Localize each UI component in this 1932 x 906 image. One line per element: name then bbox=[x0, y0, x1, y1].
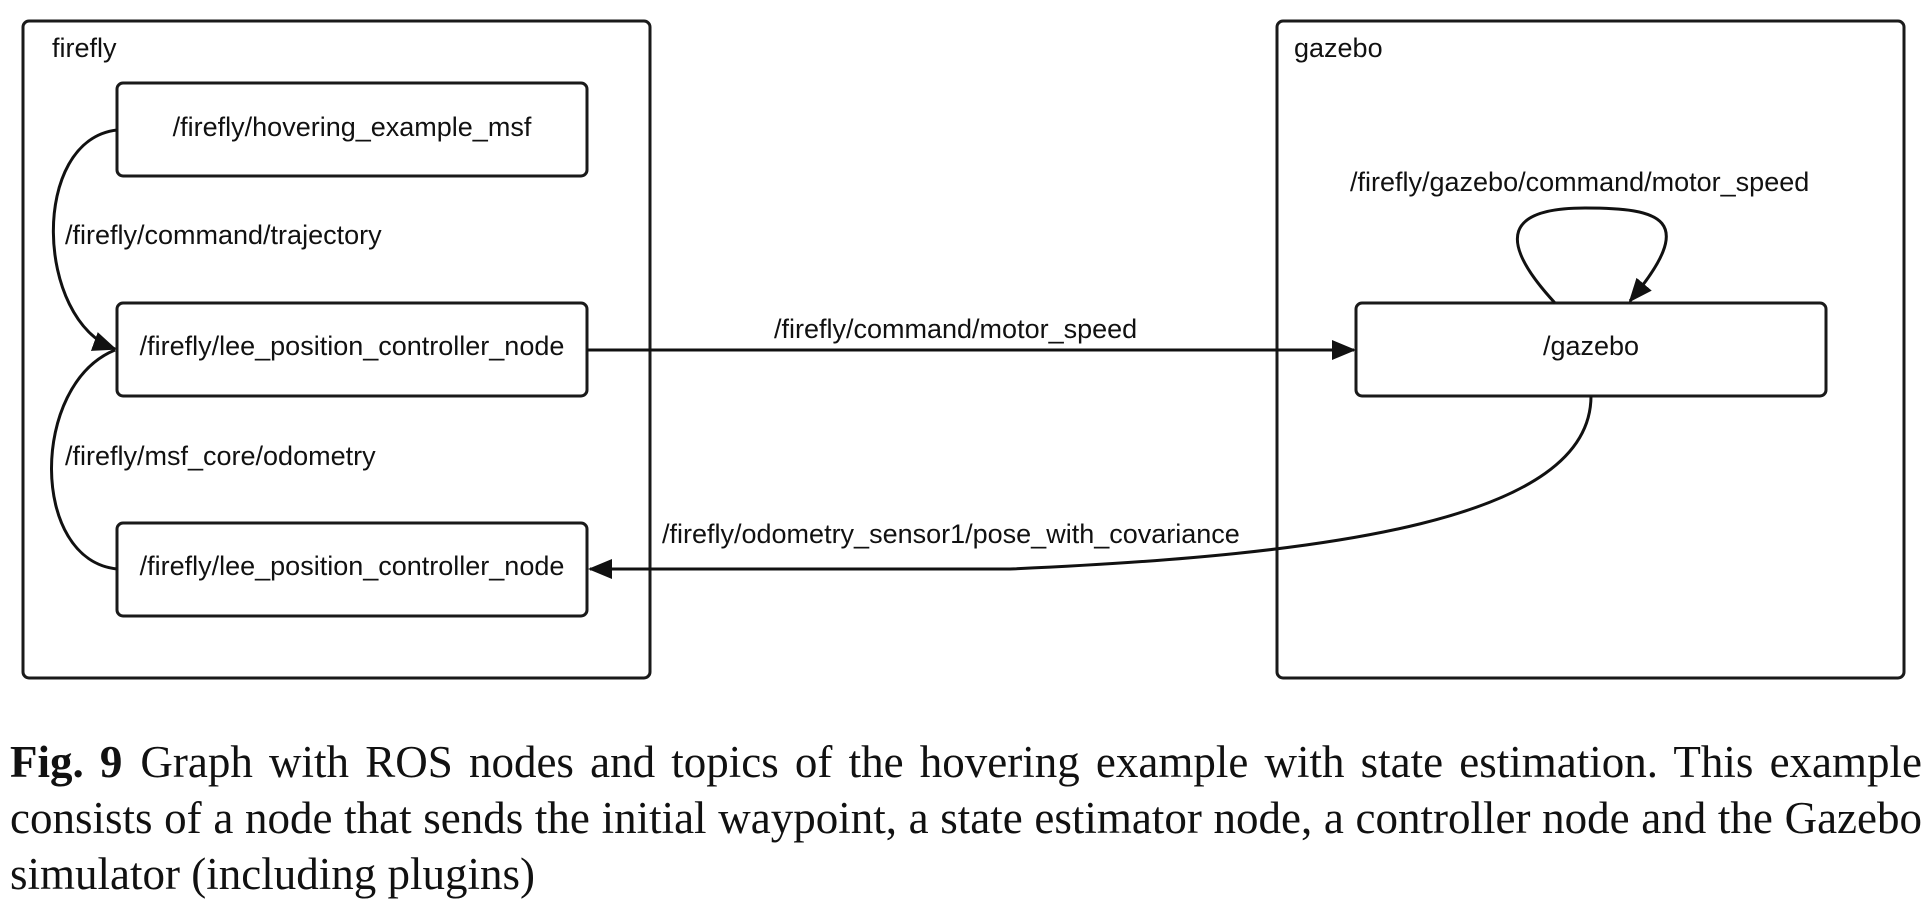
node-controller-top-label: /firefly/lee_position_controller_node bbox=[140, 331, 565, 361]
edge-command-trajectory: /firefly/command/trajectory bbox=[51, 128, 382, 351]
edge-command-motor-speed: /firefly/command/motor_speed bbox=[587, 314, 1356, 360]
edge-command-trajectory-line bbox=[51, 128, 118, 351]
edge-odometry-pose-label: /firefly/odometry_sensor1/pose_with_cova… bbox=[662, 519, 1240, 549]
edge-gazebo-motor-speed-line bbox=[1515, 206, 1668, 305]
node-hovering-example-box[interactable] bbox=[115, 81, 589, 178]
edge-command-trajectory-label: /firefly/command/trajectory bbox=[65, 220, 382, 250]
node-gazebo-label: /gazebo bbox=[1543, 331, 1639, 361]
node-hovering-example[interactable]: /firefly/hovering_example_msf bbox=[115, 81, 589, 178]
figure-caption-text: Graph with ROS nodes and topics of the h… bbox=[10, 737, 1922, 899]
node-hovering-example-label: /firefly/hovering_example_msf bbox=[173, 112, 532, 142]
edge-msf-core-odometry: /firefly/msf_core/odometry bbox=[50, 348, 376, 571]
edge-odometry-pose: /firefly/odometry_sensor1/pose_with_cova… bbox=[588, 395, 1593, 579]
node-controller-bottom-box[interactable] bbox=[115, 521, 589, 618]
ros-graph-diagram: firefly gazebo /firefly/hovering_example… bbox=[21, 19, 1906, 680]
node-controller-top[interactable]: /firefly/lee_position_controller_node bbox=[115, 301, 589, 398]
node-controller-bottom[interactable]: /firefly/lee_position_controller_node bbox=[115, 521, 589, 618]
edge-msf-core-odometry-line bbox=[50, 348, 118, 571]
node-controller-bottom-label: /firefly/lee_position_controller_node bbox=[140, 551, 565, 581]
node-gazebo[interactable]: /gazebo bbox=[1354, 301, 1828, 398]
edge-gazebo-motor-speed: /firefly/gazebo/command/motor_speed bbox=[1350, 167, 1809, 305]
cluster-gazebo-label: gazebo bbox=[1294, 33, 1383, 63]
figure-caption-label: Fig. 9 bbox=[10, 737, 123, 787]
edge-command-motor-speed-label: /firefly/command/motor_speed bbox=[774, 314, 1137, 344]
edge-msf-core-odometry-label: /firefly/msf_core/odometry bbox=[65, 441, 376, 471]
edge-odometry-pose-line bbox=[588, 395, 1593, 579]
cluster-firefly-label: firefly bbox=[52, 33, 117, 63]
edge-gazebo-motor-speed-label: /firefly/gazebo/command/motor_speed bbox=[1350, 167, 1809, 197]
